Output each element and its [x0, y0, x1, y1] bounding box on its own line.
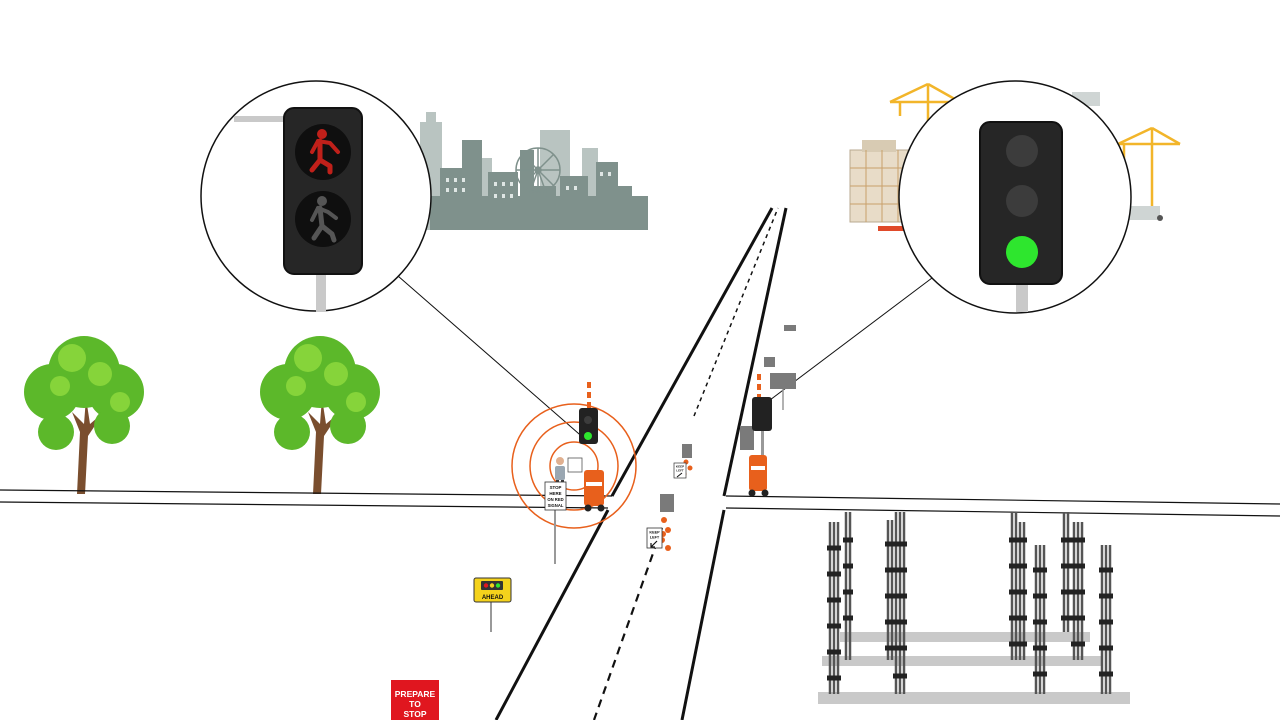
distant-sign [740, 426, 754, 450]
signal-head [579, 408, 598, 444]
wireless-signal-rings [511, 403, 637, 529]
keep-left-far-line-2: LEFT [676, 469, 684, 473]
main-road-left-edge [494, 509, 610, 720]
keep-left-near-line-1: KEEP [649, 531, 660, 535]
main-road-right-edge [680, 509, 726, 720]
signal-pole [316, 270, 326, 312]
tree-left-icon [24, 336, 144, 494]
keep-left-sign-far: KEEP LEFT [673, 444, 693, 479]
cross-road-edge [0, 489, 613, 497]
lane-center-line [693, 207, 779, 417]
stop-here-line-3: ON RED [547, 497, 563, 502]
prepare-to-stop-line-2: TO [409, 699, 421, 709]
stop-here-on-red-signal-sign: STOP HERE ON RED SIGNAL [544, 481, 567, 564]
arrow-down-left-icon [650, 540, 658, 548]
left-callout [200, 80, 587, 441]
vehicle-green-lamp [1006, 236, 1038, 268]
arrow-down-left-icon [676, 472, 683, 478]
distant-sign [770, 373, 796, 389]
keep-left-near-line-2: LEFT [650, 536, 660, 540]
building-under-construction [849, 140, 909, 231]
prepare-to-stop-line-3: STOP [404, 709, 427, 719]
signal-arm [234, 116, 284, 122]
arrow-board [682, 444, 692, 458]
main-road-right-edge [722, 207, 788, 497]
pedestrian-red-lamp [295, 124, 351, 180]
cross-road-edge [0, 501, 609, 509]
skyline-windows [446, 172, 611, 198]
road-network [0, 207, 1280, 720]
signal-trailer-unit [584, 470, 604, 506]
pile-bands [827, 537, 1113, 681]
walking-pedestrian-icon [310, 196, 338, 243]
pier-base-slabs [818, 632, 1130, 704]
prepare-to-stop-line-1: PREPARE [395, 689, 436, 699]
signal-head [752, 397, 772, 431]
bridge-pier-construction [818, 512, 1130, 704]
distant-sign [784, 325, 796, 331]
cross-road-edge [725, 507, 1280, 517]
vehicle-red-lamp [1006, 135, 1038, 167]
main-road-left-edge [610, 207, 774, 497]
vehicle-amber-lamp [1006, 185, 1038, 217]
tree-right-icon [260, 336, 380, 494]
stop-here-line-1: STOP [550, 485, 562, 490]
portable-traffic-signal-right [740, 325, 796, 497]
signal-mast [757, 374, 761, 400]
city-skyline [420, 112, 648, 230]
keep-left-far-line-1: KEEP [676, 465, 684, 469]
keep-left-sign-near: KEEP LEFT [646, 494, 674, 551]
stop-here-line-2: HERE [549, 491, 561, 496]
stop-here-line-4: SIGNAL [548, 503, 564, 508]
callout-pointer-line [397, 275, 587, 441]
portable-traffic-signal-left [579, 382, 605, 512]
red-pedestrian-icon [309, 129, 340, 175]
signal-trailer-unit [749, 455, 767, 491]
right-callout [769, 80, 1132, 401]
arrow-board [660, 494, 674, 512]
ahead-label: AHEAD [482, 595, 504, 601]
signal-green-lamp [584, 432, 592, 440]
signal-pole [1016, 282, 1028, 312]
callout-pointer-line [769, 277, 933, 401]
lane-center-line [592, 527, 664, 720]
ferris-wheel-icon [515, 147, 561, 199]
prepare-to-stop-sign: PREPARE TO STOP [391, 680, 439, 720]
signals-ahead-sign: AHEAD [473, 577, 512, 632]
cross-road-edge [725, 495, 1280, 505]
skyline-front-buildings [430, 140, 648, 230]
tower-crane-right-icon [1117, 126, 1181, 218]
distant-sign [764, 357, 775, 367]
